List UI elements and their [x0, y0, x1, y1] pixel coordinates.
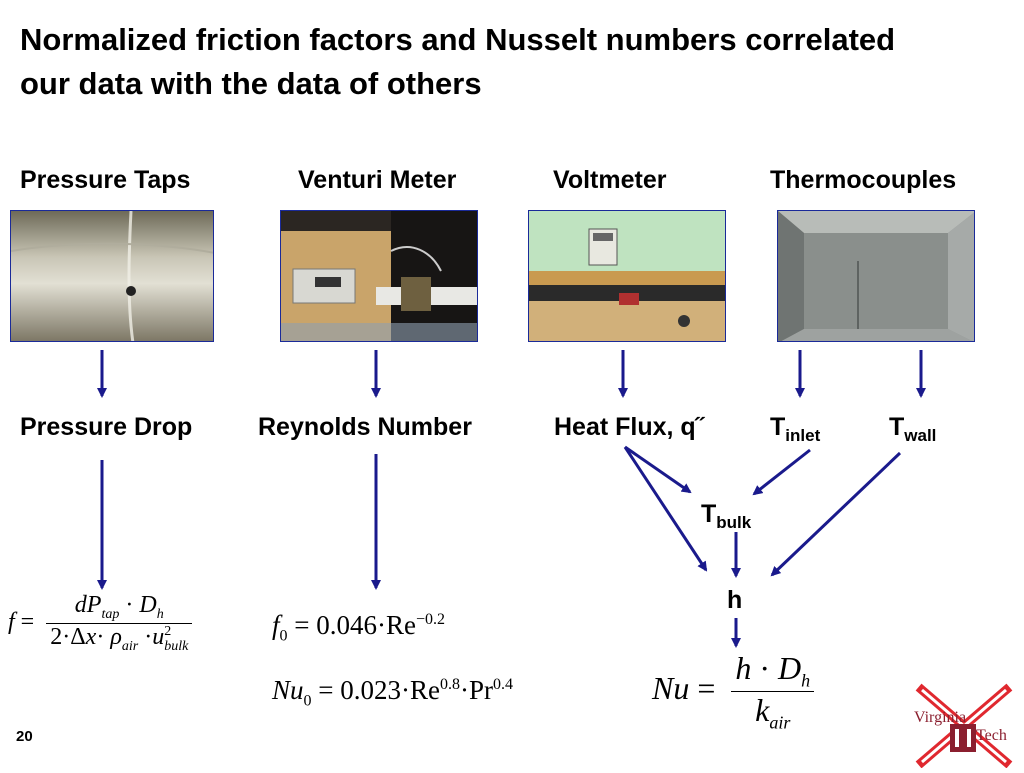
f0-equation: f0 = 0.046·Re−0.2: [272, 610, 446, 645]
pressure-taps-photo: [10, 210, 214, 342]
label-pressure-drop: Pressure Drop: [20, 413, 193, 441]
title-line-1: Normalized friction factors and Nusselt …: [20, 22, 896, 57]
virginia-tech-logo: Virginia Tech: [912, 682, 1016, 769]
thermocouples-photo: [777, 210, 975, 342]
label-venturi-meter: Venturi Meter: [298, 166, 457, 194]
label-thermocouples: Thermocouples: [770, 166, 957, 194]
svg-text:Tech: Tech: [976, 727, 1007, 744]
nusselt-equation: Nu = h · Dh kair: [652, 650, 815, 734]
label-pressure-taps: Pressure Taps: [20, 166, 191, 194]
nu0-equation: Nu0 = 0.023·Re0.8·Pr0.4: [272, 675, 513, 710]
slide-number: 20: [16, 728, 33, 745]
label-t-wall: Twall: [889, 413, 937, 445]
arrow-t-wall-to-h: [770, 451, 902, 577]
label-h: h: [727, 586, 743, 614]
label-reynolds-number: Reynolds Number: [258, 413, 472, 441]
slide-title: Normalized friction factors and Nusselt …: [20, 18, 1010, 106]
venturi-meter-photo: [280, 210, 478, 342]
arrow-heat-flux-to-h: [623, 446, 708, 572]
voltmeter-photo: [528, 210, 726, 342]
arrow-t-inlet-to-t-bulk: [752, 448, 811, 496]
label-t-bulk: Tbulk: [701, 500, 752, 532]
label-heat-flux: Heat Flux, q˝: [554, 413, 705, 441]
friction-factor-equation: f = dPtap · Dh 2·Δx· ρair ·u2bulk: [8, 592, 193, 655]
title-line-2: our data with the data of others: [20, 66, 482, 101]
label-voltmeter: Voltmeter: [553, 166, 667, 194]
arrow-heat-flux-to-t-bulk: [624, 445, 692, 494]
svg-text:Virginia: Virginia: [914, 709, 966, 726]
label-t-inlet: Tinlet: [770, 413, 821, 445]
